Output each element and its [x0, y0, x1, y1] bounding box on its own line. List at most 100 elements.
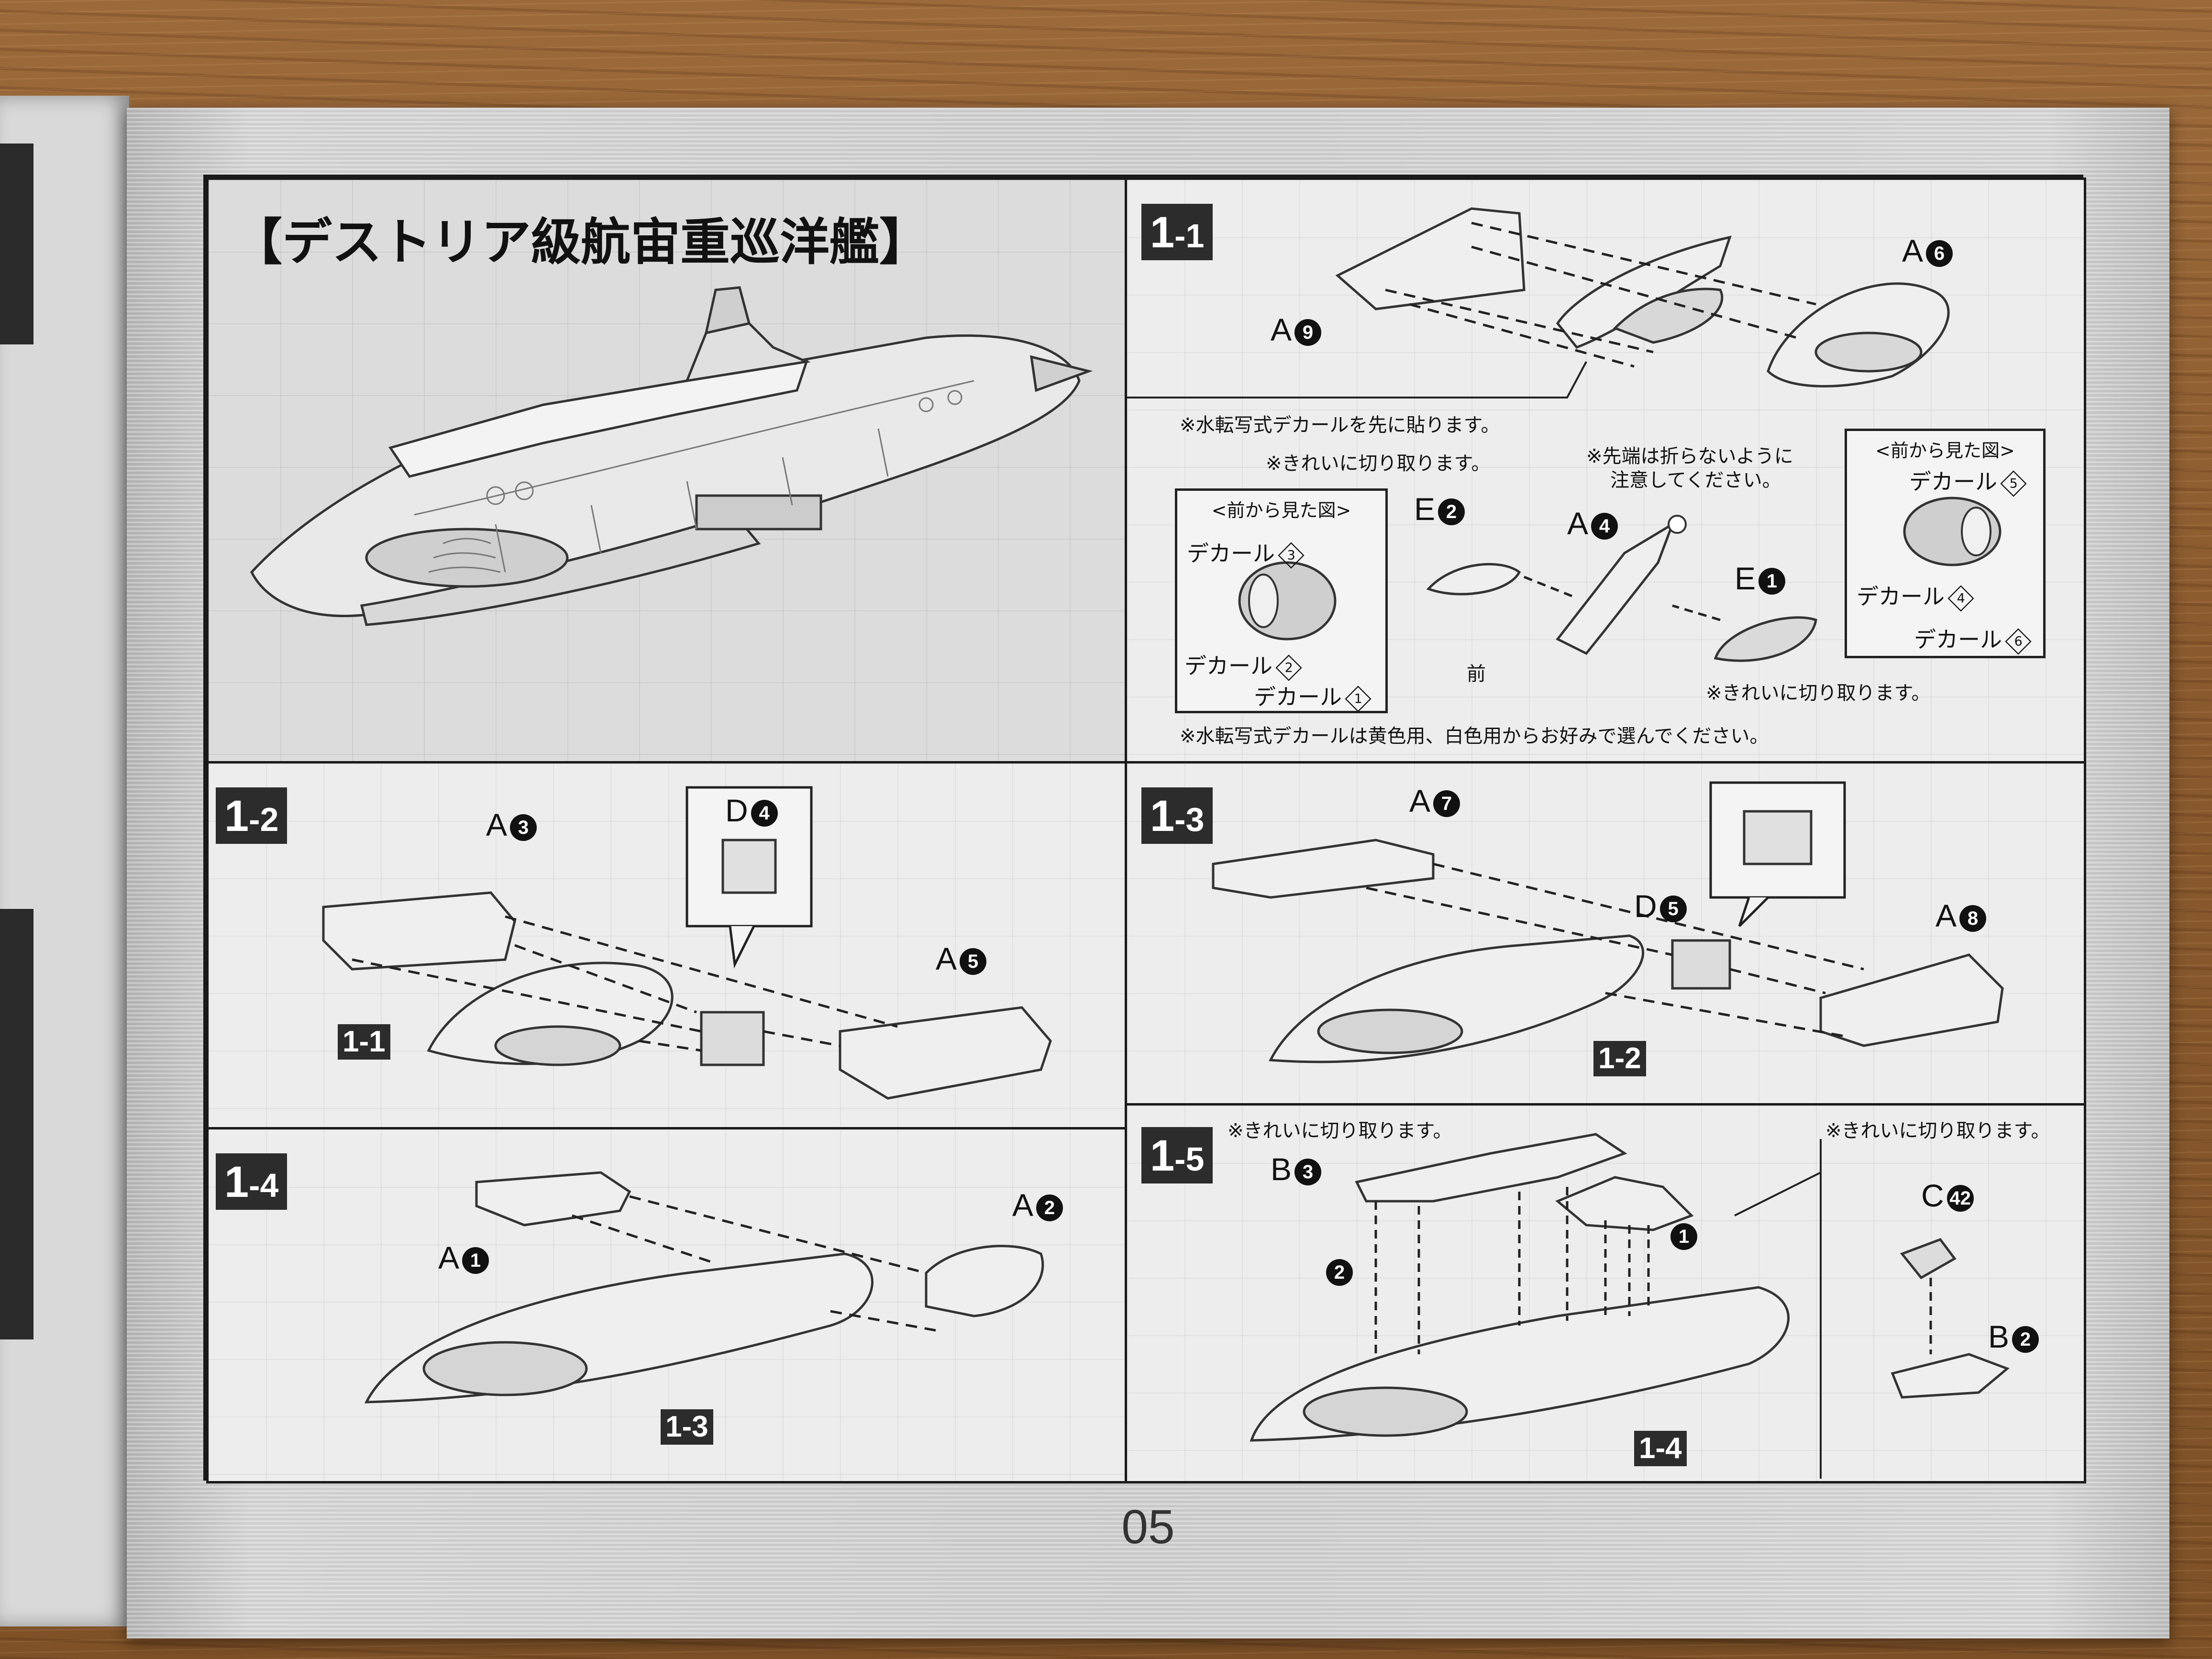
page-edge-bar	[0, 144, 33, 344]
order-marker-1: 1	[1668, 1216, 1697, 1252]
decal-label-3: デカール 3	[1187, 536, 1305, 569]
decal-word: デカール	[1254, 684, 1342, 710]
part-letter: A	[1936, 898, 1957, 933]
page-title: 【デストリア級航宙重巡洋艦】	[232, 212, 929, 271]
step-badge-1-1: 1-1	[1141, 204, 1213, 260]
decal-number: 6	[2014, 633, 2023, 649]
part-letter: A	[1902, 233, 1924, 268]
decal-word: デカール	[1914, 627, 2002, 653]
step-sub-number: -4	[249, 1167, 279, 1204]
part-number-badge: 42	[1947, 1184, 1974, 1212]
part-letter: C	[1921, 1178, 1944, 1213]
part-letter: B	[1271, 1151, 1292, 1187]
page-edge-bar	[0, 909, 33, 1339]
step-badge-1-2: 1-2	[216, 787, 288, 844]
part-letter: A	[438, 1240, 460, 1275]
step-1-1-panel: 1-1	[1125, 177, 2086, 763]
step-number: 1	[224, 1158, 249, 1206]
order-marker-number: 2	[1326, 1259, 1353, 1286]
step-number: 1	[224, 792, 249, 841]
decal-word: デカール	[1857, 584, 1945, 609]
part-letter: D	[725, 793, 748, 828]
part-letter: A	[1271, 312, 1292, 347]
step-1-1-drawing	[1127, 207, 1950, 662]
note-tip-caution: ※先端は折らないように	[1586, 445, 1793, 467]
title-panel: 【デストリア級航宙重巡洋艦】	[206, 177, 1127, 763]
part-letter: A	[1012, 1187, 1034, 1223]
note-tip-caution-2: 注意してください。	[1610, 469, 1781, 491]
decal-label-4: デカール 4	[1857, 579, 1974, 612]
part-number-badge: 5	[1659, 895, 1687, 922]
part-number-badge: 1	[462, 1247, 489, 1274]
step-number: 1	[1150, 208, 1175, 257]
instruction-page: 【デストリア級航宙重巡洋艦】	[127, 108, 2169, 1638]
order-marker-2: 2	[1323, 1251, 1353, 1288]
decal-label-1: デカール 1	[1254, 680, 1371, 712]
part-letter: B	[1988, 1319, 2010, 1354]
note-decal-first: ※水転写式デカールを先に貼ります。	[1180, 414, 1500, 436]
step-sub-number: -1	[1174, 217, 1205, 254]
part-letter: E	[1414, 491, 1436, 527]
page-number: 05	[1121, 1500, 1175, 1554]
order-marker-number: 1	[1670, 1223, 1697, 1250]
part-number-badge: 2	[1438, 498, 1465, 525]
previous-page-edge	[0, 96, 129, 1626]
part-number-badge: 1	[1759, 567, 1786, 595]
note-cut-clean: ※きれいに切り取ります。	[1825, 1120, 2050, 1142]
decal-word: デカール	[1184, 653, 1272, 679]
decal-number: 4	[1957, 590, 1965, 606]
decal-number: 3	[1287, 547, 1295, 563]
front-view-shell-left	[1238, 561, 1337, 641]
sub-assembly-ref: 1-2	[1593, 1041, 1646, 1076]
part-number-badge: 8	[1959, 905, 1987, 932]
sub-assembly-ref: 1-4	[1634, 1431, 1687, 1466]
part-number-badge: 4	[751, 799, 778, 827]
part-letter: A	[1409, 783, 1431, 818]
part-number-badge: 2	[2012, 1326, 2039, 1353]
part-letter: D	[1634, 888, 1657, 924]
part-number-badge: 9	[1294, 319, 1322, 346]
decal-number: 1	[1354, 691, 1362, 706]
decal-label-2: デカール 2	[1184, 649, 1302, 681]
front-view-title: <前から見た図>	[1875, 440, 2015, 461]
note-cut-clean: ※きれいに切り取ります。	[1266, 453, 1491, 475]
part-number-badge: 4	[1591, 512, 1618, 540]
step-number: 1	[1150, 792, 1175, 841]
decal-word: デカール	[1909, 469, 1997, 495]
part-letter: A	[486, 807, 508, 842]
part-number-badge: 7	[1433, 790, 1460, 817]
step-1-5-drawing	[1250, 1133, 2010, 1479]
part-number-badge: 6	[1926, 240, 1953, 267]
step-1-4-drawing	[364, 1171, 1044, 1404]
part-number-badge: 3	[510, 814, 537, 841]
step-1-3-drawing	[1212, 781, 2004, 1063]
part-letter: A	[936, 941, 957, 976]
decal-number: 2	[1284, 660, 1293, 675]
part-letter: A	[1567, 506, 1589, 541]
step-sub-number: -2	[249, 801, 279, 838]
part-letter: E	[1735, 561, 1756, 596]
part-number-badge: 3	[1294, 1158, 1322, 1185]
decal-word: デカール	[1187, 541, 1275, 566]
step-badge-1-5: 1-5	[1141, 1127, 1213, 1183]
front-view-shell-right	[1903, 497, 2002, 566]
step-badge-1-4: 1-4	[216, 1153, 288, 1210]
front-direction-label: 前	[1467, 663, 1486, 685]
